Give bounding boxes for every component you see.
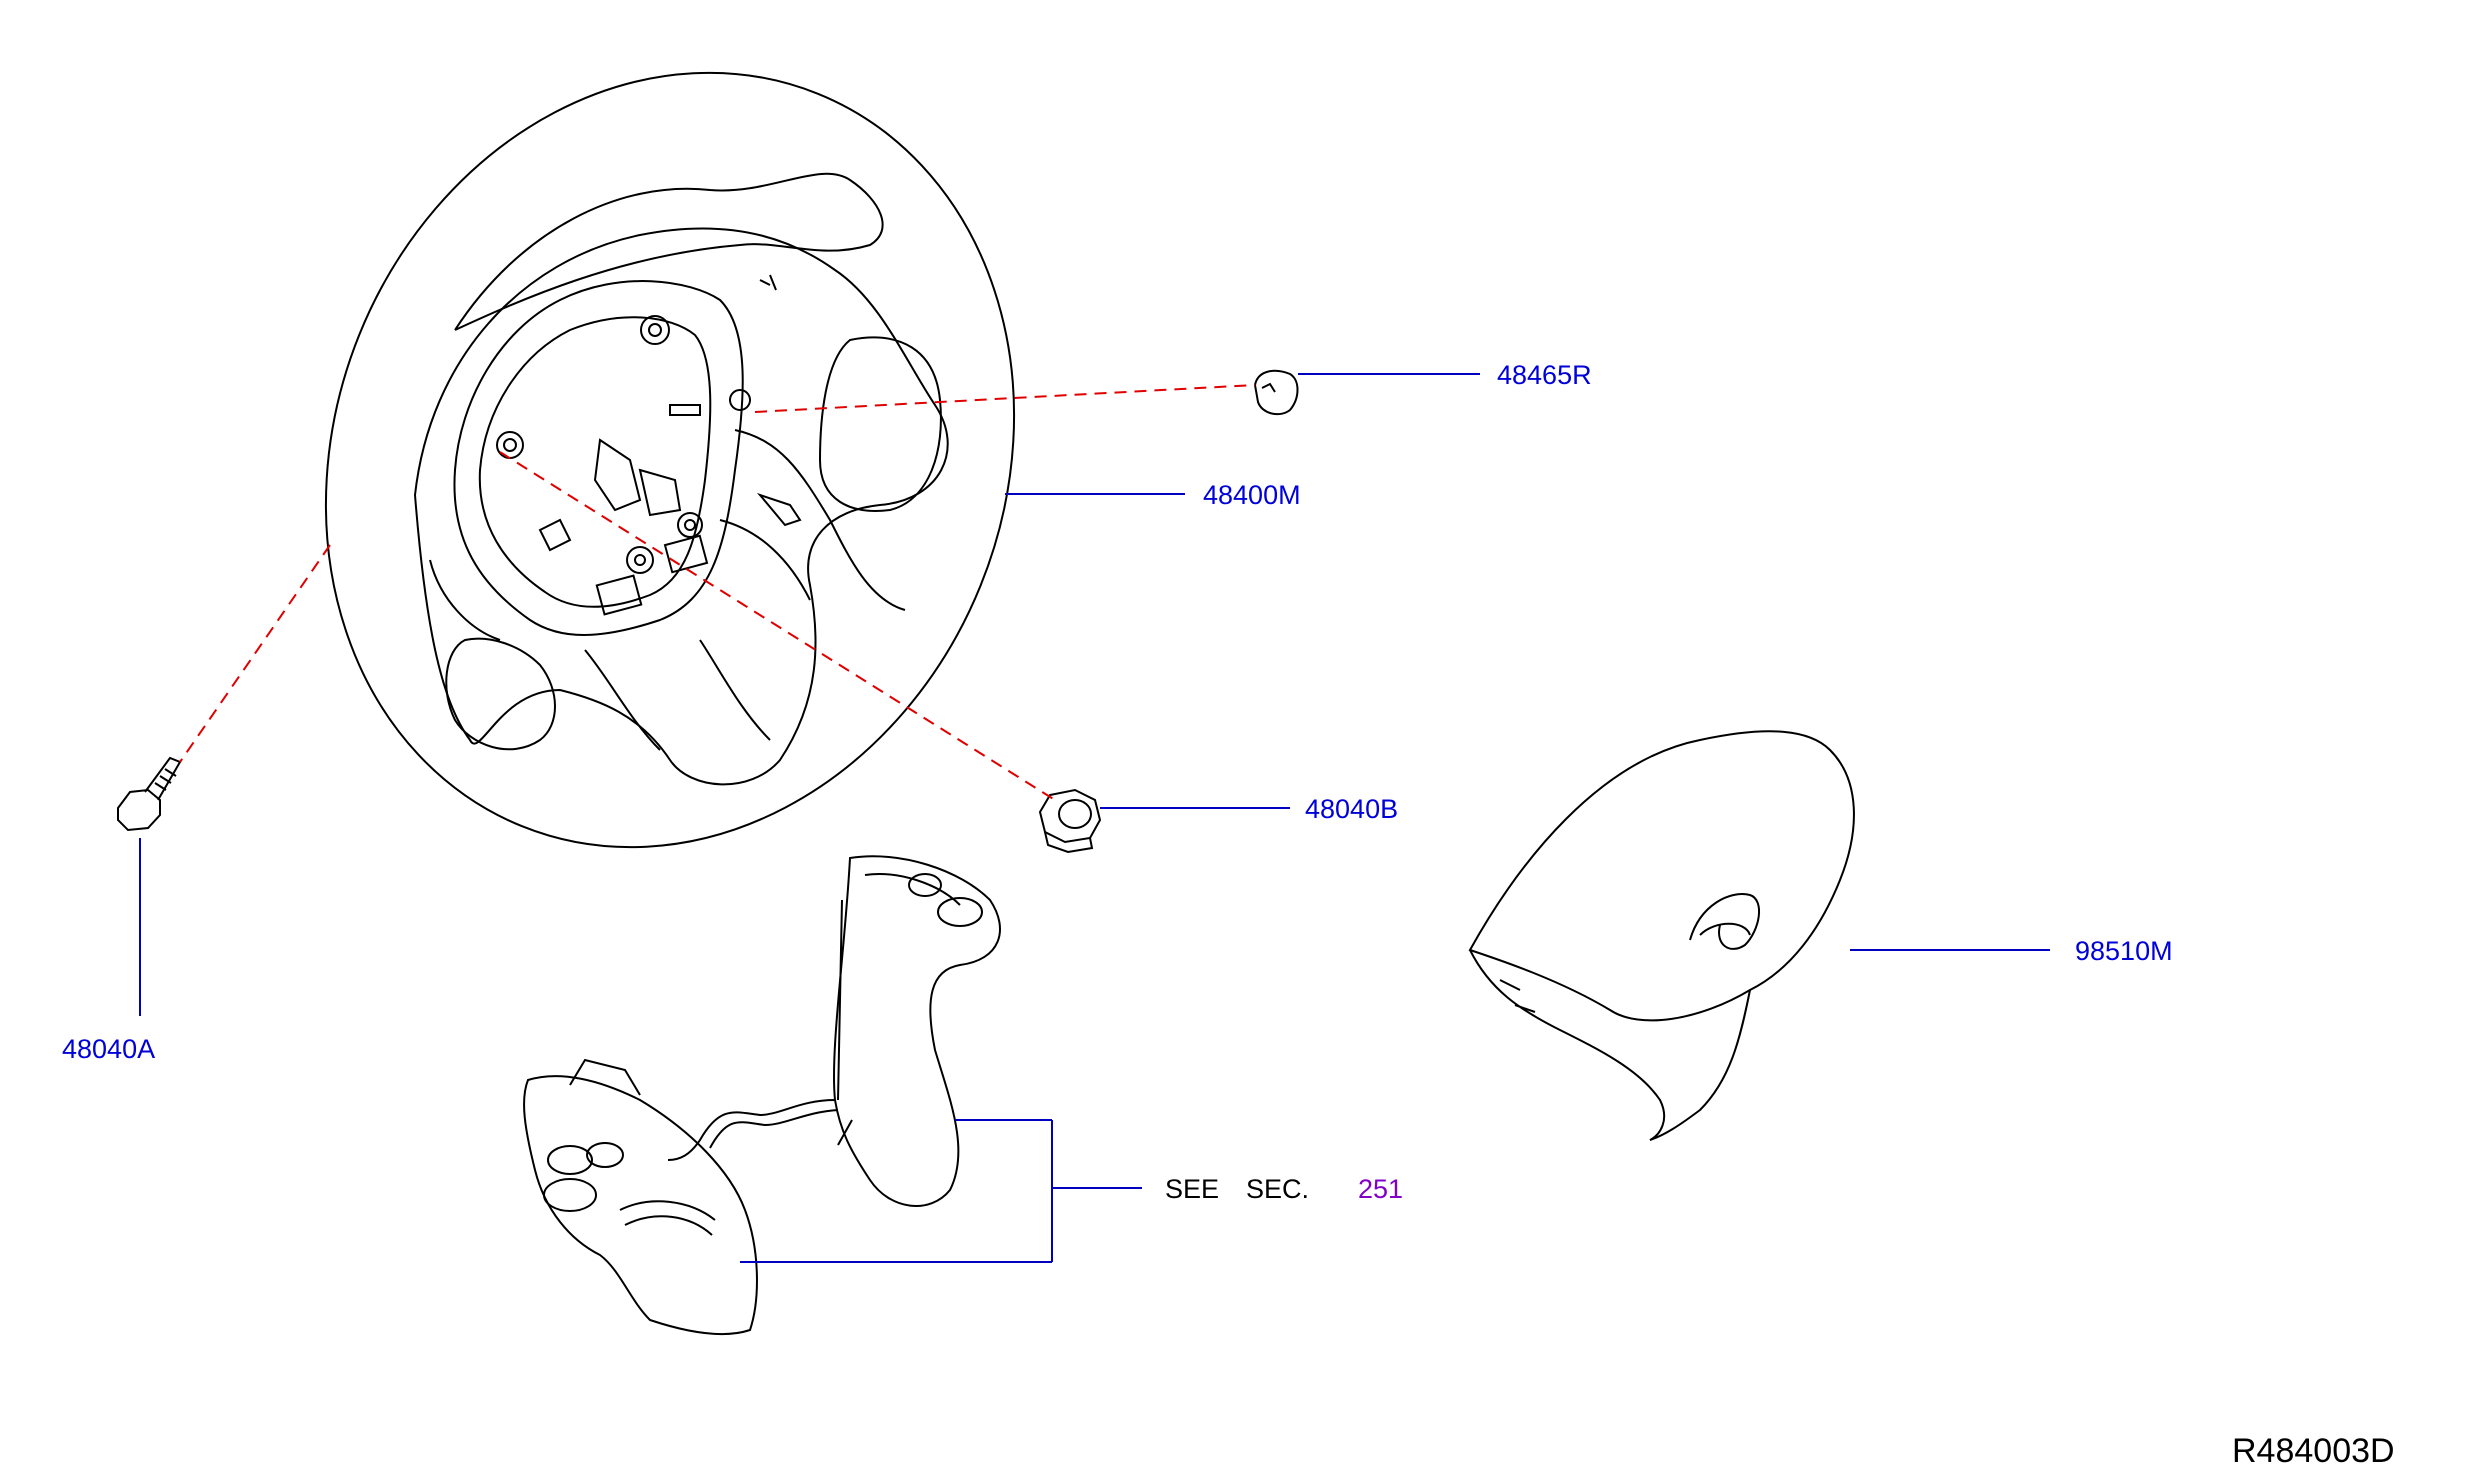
part-label-48040a[interactable]: 48040A xyxy=(62,1034,156,1064)
drawing-reference: R484003D xyxy=(2232,1432,2395,1470)
sec-label: SEC. xyxy=(1246,1174,1310,1204)
part-label-48400m[interactable]: 48400M xyxy=(1203,480,1301,510)
hex-nut-icon[interactable] xyxy=(1038,788,1102,854)
cap-plug-icon[interactable] xyxy=(1253,369,1299,416)
airbag-icon[interactable] xyxy=(1468,730,1855,1141)
steering-switch-icon[interactable] xyxy=(523,855,1001,1336)
section-link-251[interactable]: 251 xyxy=(1358,1174,1404,1204)
see-label: SEE xyxy=(1165,1174,1220,1204)
steering-wheel-icon[interactable] xyxy=(211,0,1128,952)
part-label-48040b[interactable]: 48040B xyxy=(1305,794,1399,824)
part-label-98510m[interactable]: 98510M xyxy=(2075,936,2173,966)
hidden-lines xyxy=(179,384,1256,801)
bolt-icon[interactable] xyxy=(117,756,182,832)
leader-lines xyxy=(139,373,2050,1263)
part-label-48465r[interactable]: 48465R xyxy=(1497,360,1592,390)
